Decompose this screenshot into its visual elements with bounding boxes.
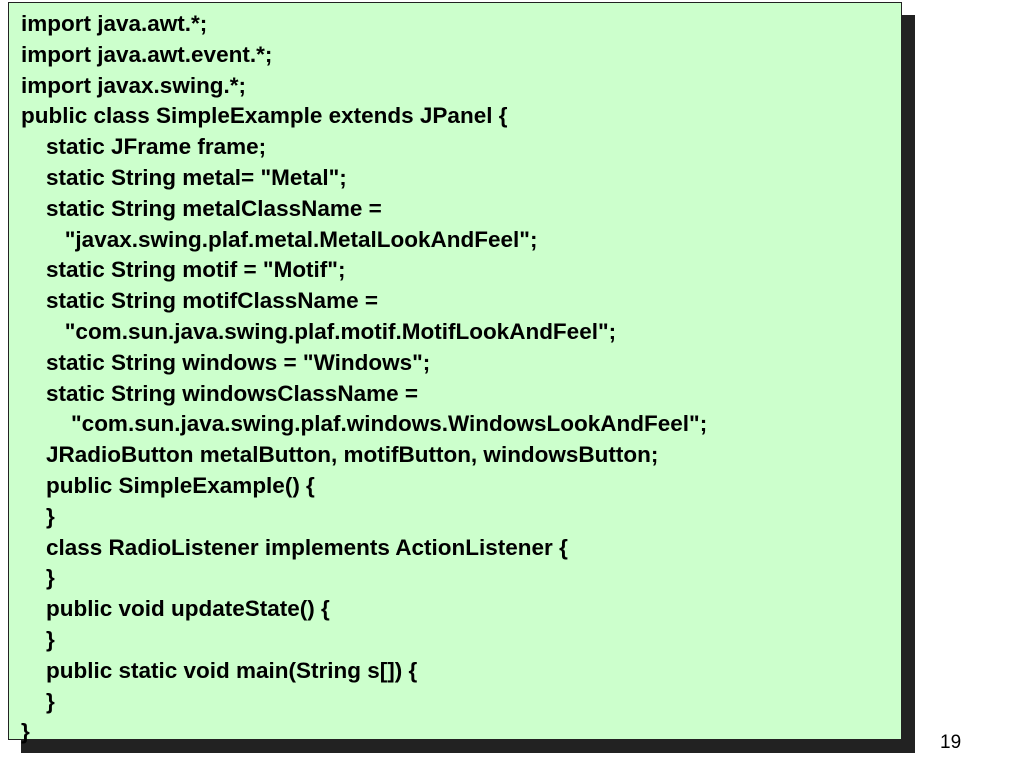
code-line: static String metalClassName = [21, 195, 382, 221]
code-line: static JFrame frame; [21, 134, 267, 160]
code-line: } [21, 503, 55, 529]
code-line: "com.sun.java.swing.plaf.motif.MotifLook… [21, 318, 617, 344]
code-line: "javax.swing.plaf.metal.MetalLookAndFeel… [21, 226, 538, 252]
code-line: JRadioButton metalButton, motifButton, w… [21, 442, 659, 468]
code-line: static String motif = "Motif"; [21, 257, 346, 283]
code-line: import javax.swing.*; [21, 72, 247, 98]
code-line: public class SimpleExample extends JPane… [21, 103, 508, 129]
code-line: static String motifClassName = [21, 288, 378, 314]
code-line: "com.sun.java.swing.plaf.windows.Windows… [21, 411, 708, 437]
code-listing-box: import java.awt.*; import java.awt.event… [8, 2, 902, 744]
code-line: public static void main(String s[]) { [21, 657, 418, 683]
code-line: } [21, 565, 55, 591]
code-line: import java.awt.event.*; [21, 41, 273, 67]
code-line: public void updateState() { [21, 596, 330, 622]
code-line: static String windows = "Windows"; [21, 349, 431, 375]
code-line: } [21, 688, 55, 714]
code-line: public SimpleExample() { [21, 472, 315, 498]
code-line: } [21, 719, 30, 745]
code-line: static String metal= "Metal"; [21, 164, 347, 190]
code-line: import java.awt.*; [21, 11, 208, 36]
code-line: static String windowsClassName = [21, 380, 418, 406]
code-listing: import java.awt.*; import java.awt.event… [21, 9, 707, 748]
code-line: } [21, 626, 55, 652]
code-line: class RadioListener implements ActionLis… [21, 534, 568, 560]
page-number: 19 [940, 732, 962, 753]
